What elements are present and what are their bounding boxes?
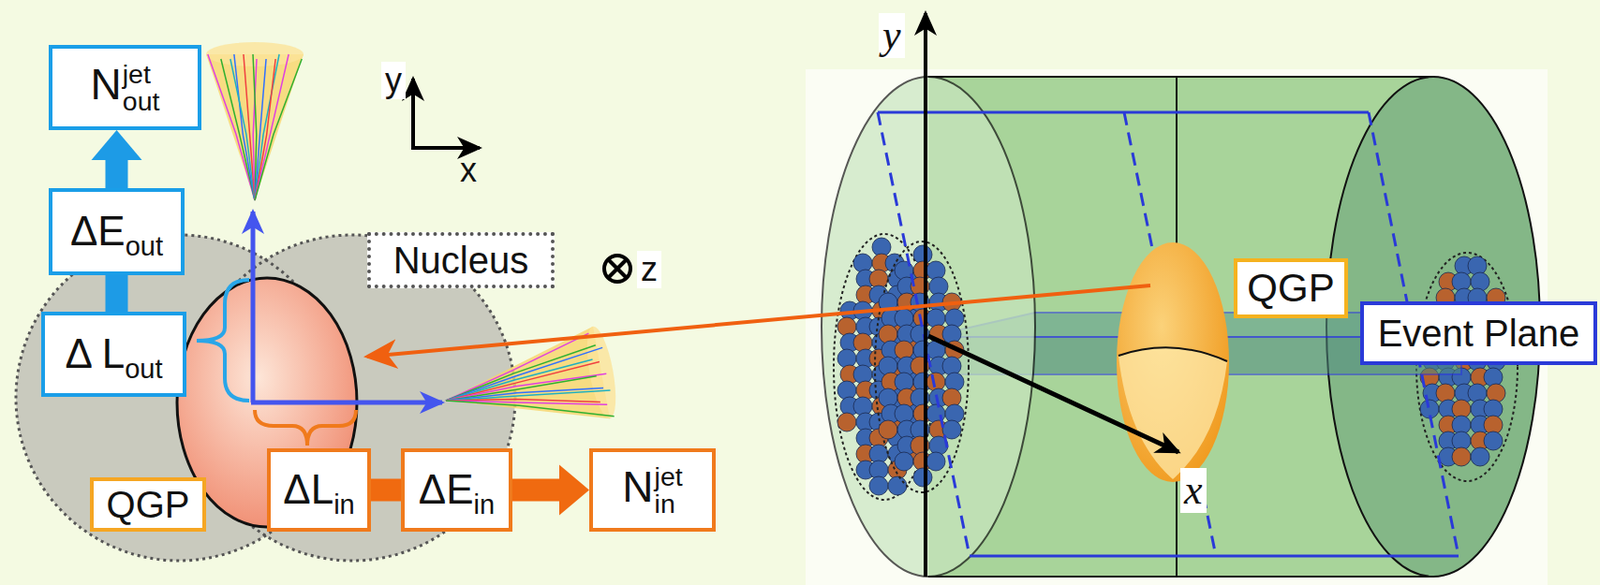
text-group: ΔEout — [70, 209, 163, 253]
axis-line — [411, 78, 415, 150]
axis-label: y — [381, 61, 406, 100]
jet-arrow — [251, 400, 443, 406]
node-text: ΔE — [418, 466, 475, 513]
plane-label-box: Event Plane — [1360, 301, 1598, 366]
cylinder-front — [821, 76, 1036, 578]
node-text: ΔE — [70, 207, 126, 254]
subscript-text: out — [122, 88, 161, 116]
path-bracket — [254, 410, 356, 446]
script-stack: jetin — [654, 463, 683, 518]
node-text: Event Plane — [1377, 312, 1581, 355]
axis-line — [923, 13, 928, 578]
axis-label: x — [1180, 468, 1207, 514]
subscript-text: in — [333, 489, 356, 520]
axis-label: y — [878, 13, 905, 59]
quantity-box: ΔEin — [400, 448, 513, 533]
leader-arrow — [367, 285, 1151, 357]
node-text: ΔL — [282, 466, 334, 513]
quantity-box: Njetin — [589, 448, 716, 533]
subscript-text: in — [654, 490, 683, 519]
quantity-box: Njetout — [48, 44, 202, 131]
axis-line — [411, 146, 480, 150]
text-group: ΔLin — [282, 468, 355, 512]
script-stack: jetout — [122, 60, 161, 115]
quantity-box: ΔLin — [266, 448, 371, 533]
text-group: Njetin — [622, 463, 682, 518]
subscript-text: in — [474, 489, 496, 520]
flow-arrow — [105, 275, 129, 312]
node-text: N — [90, 59, 122, 109]
text-group: Nucleus — [393, 240, 530, 281]
axis-label: x — [456, 151, 481, 190]
superscript-text: jet — [654, 463, 683, 491]
region-label-box: QGP — [89, 477, 207, 533]
node-text: N — [622, 462, 653, 512]
node-text: Δ L — [64, 330, 125, 377]
jet-cones — [206, 42, 622, 421]
text-group: Event Plane — [1377, 313, 1581, 354]
node-text: QGP — [1246, 266, 1334, 311]
node-text: Nucleus — [393, 239, 530, 282]
node-text: QGP — [106, 484, 191, 526]
text-group: QGP — [1246, 267, 1334, 310]
quantity-box: Δ Lout — [41, 311, 187, 398]
text-group: QGP — [106, 485, 191, 525]
into-page-symbol — [604, 255, 631, 282]
text-group: Δ Lout — [64, 332, 163, 376]
qgp-ellipse — [1116, 242, 1230, 483]
axis-line — [928, 336, 1179, 453]
text-group: ΔEin — [418, 468, 495, 512]
flow-arrow — [370, 479, 401, 503]
text-group: Njetout — [90, 60, 161, 115]
quantity-box: ΔEout — [48, 188, 185, 276]
subscript-text: out — [125, 231, 163, 262]
subscript-text: out — [124, 354, 163, 385]
region-label-box: QGP — [1233, 258, 1349, 319]
path-bracket — [196, 280, 250, 401]
region-label-box: Nucleus — [367, 232, 555, 289]
flow-arrow — [105, 160, 129, 189]
flow-arrow — [512, 479, 560, 503]
superscript-text: jet — [122, 60, 161, 89]
axis-label: z — [637, 251, 662, 289]
jet-arrow — [251, 211, 256, 403]
